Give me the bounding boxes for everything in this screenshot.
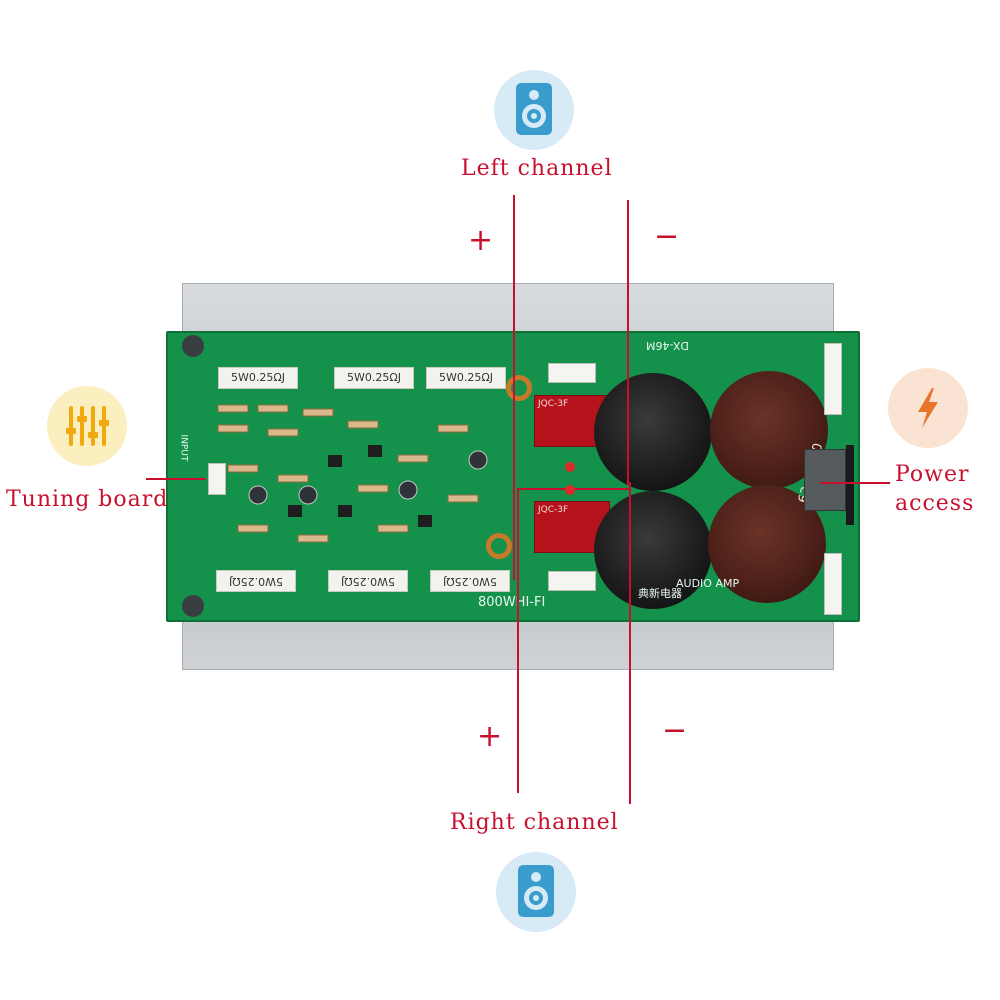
right-plus-sign: + xyxy=(477,719,503,754)
tuning-board-icon xyxy=(47,386,127,466)
power-access-label-line1: Power xyxy=(895,462,970,487)
power-resistor: 5W0.25ΩJ xyxy=(328,570,408,592)
resistor-label: 5W0.25ΩJ xyxy=(230,371,286,384)
left-minus-sign: − xyxy=(654,219,680,254)
right-channel-minus-line xyxy=(629,482,631,804)
equalizer-sliders-icon xyxy=(66,406,109,446)
power-terminal xyxy=(804,449,846,511)
input-connector xyxy=(208,463,226,495)
tuning-board-line xyxy=(146,478,206,480)
board-hifi-label: 800WHI-FI xyxy=(478,595,546,610)
power-access-icon xyxy=(888,368,968,448)
power-access-label-line2: access xyxy=(895,491,975,516)
left-plus-sign: + xyxy=(468,223,494,258)
board-connector xyxy=(548,363,596,383)
left-channel-speaker-icon xyxy=(494,70,574,150)
left-channel-label: Left channel xyxy=(461,156,613,181)
terminal-dot xyxy=(565,462,575,472)
power-resistor: 5W0.25ΩJ xyxy=(430,570,510,592)
board-amp-label: AUDIO AMP xyxy=(676,577,740,590)
resistor-label: 5W0.25ΩJ xyxy=(340,575,396,588)
small-components xyxy=(217,404,488,543)
inductor-coil xyxy=(486,533,512,559)
power-resistor: 5W0.25ΩJ xyxy=(426,367,506,389)
board-model: DX-46M xyxy=(646,339,689,352)
left-channel-minus-line xyxy=(627,200,629,485)
tuning-board-label: Tuning board xyxy=(6,487,169,512)
capacitor xyxy=(182,595,204,617)
fuse xyxy=(824,553,842,615)
resistor-label: 5W0.25ΩJ xyxy=(438,371,494,384)
power-resistor: 5W0.25ΩJ xyxy=(334,367,414,389)
capacitor xyxy=(182,335,204,357)
power-access-line xyxy=(820,482,890,484)
board-brand: 典新电器 xyxy=(638,587,682,600)
relay-label: JQC-3F xyxy=(538,505,569,515)
right-channel-speaker-icon xyxy=(496,852,576,932)
board-connector xyxy=(548,571,596,591)
inductor-coil xyxy=(506,375,532,401)
speaker-icon xyxy=(516,83,552,135)
right-channel-plus-line xyxy=(517,488,519,793)
power-resistor: 5W0.25ΩJ xyxy=(218,367,298,389)
power-resistor: 5W0.25ΩJ xyxy=(216,570,296,592)
resistor-label: 5W0.25ΩJ xyxy=(442,575,498,588)
resistor-label: 5W0.25ΩJ xyxy=(228,575,284,588)
power-terminal-strip xyxy=(846,445,854,525)
left-channel-plus-line xyxy=(513,195,515,580)
relay-label: JQC-3F xyxy=(538,399,569,409)
fuse xyxy=(824,343,842,415)
resistor-label: 5W0.25ΩJ xyxy=(346,371,402,384)
input-label: INPUT xyxy=(178,434,189,462)
filter-capacitor xyxy=(594,491,712,609)
right-channel-label: Right channel xyxy=(450,810,619,835)
terminal-dot xyxy=(565,485,575,495)
lightning-bolt-icon xyxy=(918,388,938,428)
speaker-icon xyxy=(518,865,554,917)
filter-capacitor xyxy=(594,373,712,491)
right-minus-sign: − xyxy=(662,713,688,748)
